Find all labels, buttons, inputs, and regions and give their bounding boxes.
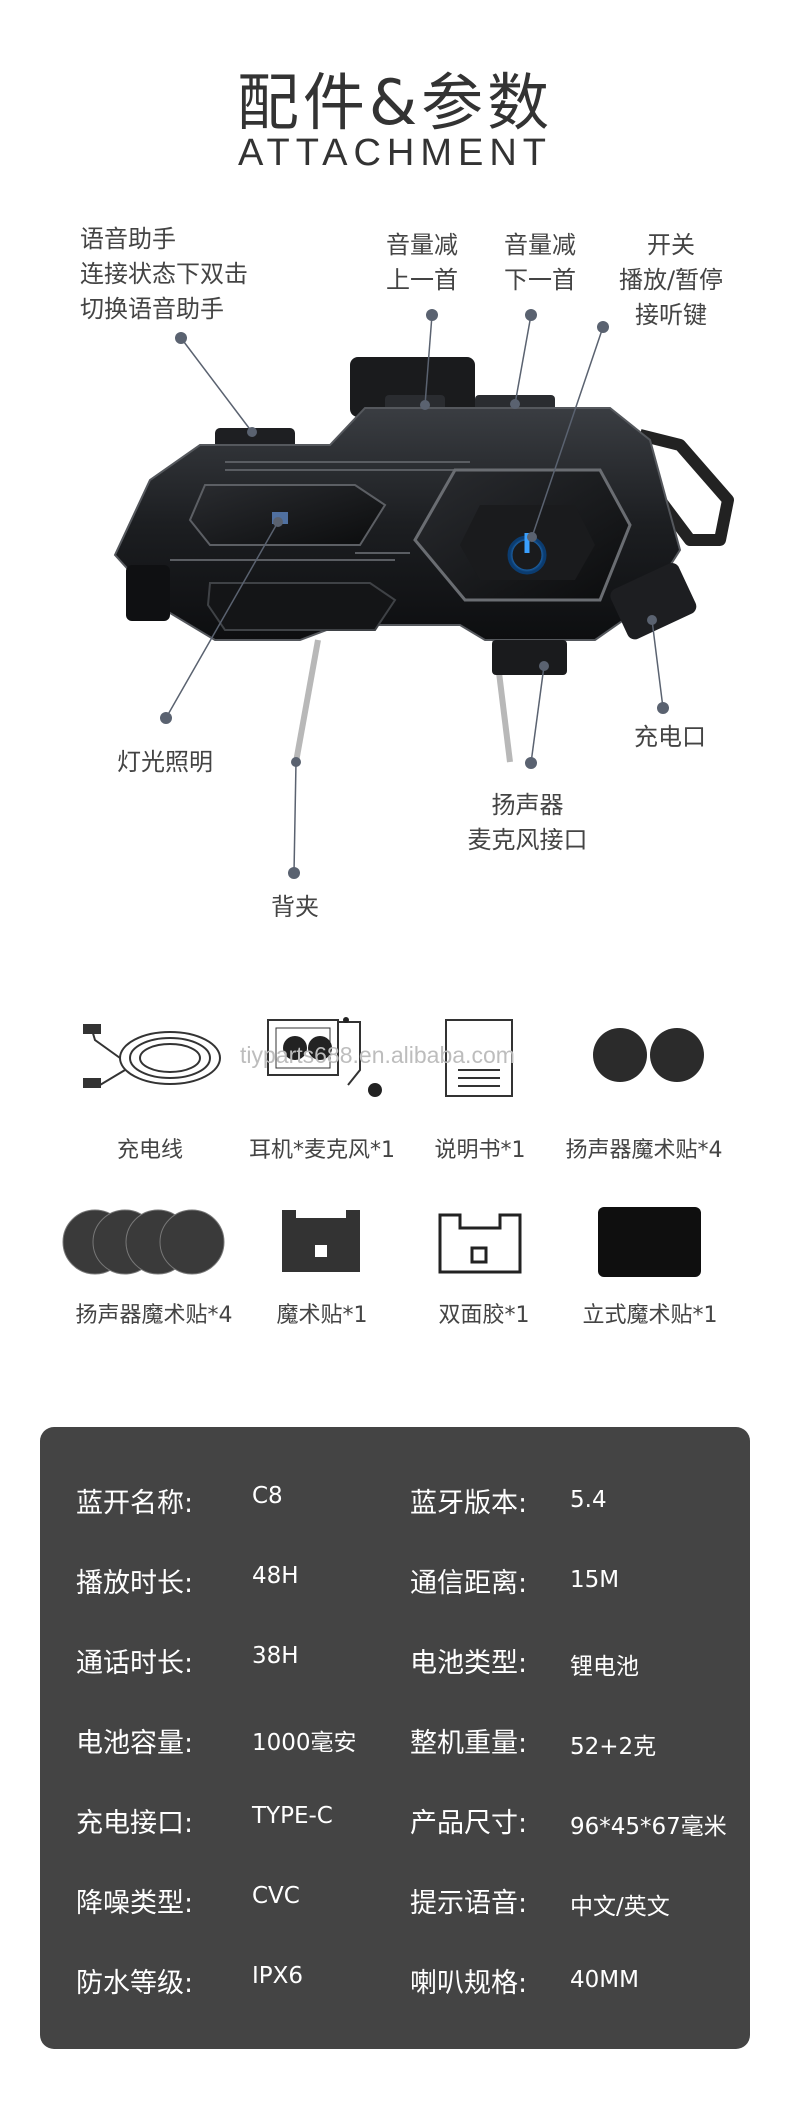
spec-panel: 蓝开名称: C8 蓝牙版本: 5.4 播放时长: 48H 通信距离: 15M 通…: [40, 1427, 750, 2049]
callout-speaker-mic: 扬声器 麦克风接口: [450, 788, 605, 858]
callout-dot: [510, 399, 520, 409]
watermark: tiyparts688.en.alibaba.com: [240, 1042, 515, 1068]
spec-key: 喇叭规格:: [410, 1968, 528, 1999]
callout-power: 开关 播放/暂停 接听键: [606, 228, 736, 333]
callout-dot: [247, 427, 257, 437]
callout-dot: [657, 702, 669, 714]
left-port: [126, 565, 170, 621]
spec-key: 产品尺寸:: [410, 1808, 528, 1839]
callout-dot: [175, 332, 187, 344]
callout-line: 连接状态下双击: [80, 260, 248, 288]
double-sided-tape-icon: [438, 1213, 522, 1274]
acc-label: 双面胶*1: [438, 1303, 530, 1328]
callout-lines: [160, 309, 669, 879]
spec-value: 1000毫安: [252, 1730, 357, 1756]
spec-value: 锂电池: [570, 1654, 639, 1680]
spec-key: 电池类型:: [410, 1648, 528, 1679]
callout-line: 灯光照明: [117, 748, 213, 776]
spec-key: 电池容量:: [76, 1728, 194, 1759]
spec-key: 通信距离:: [410, 1568, 528, 1599]
spec-value: TYPE-C: [252, 1803, 333, 1829]
callout-line: 充电口: [634, 723, 706, 751]
callout-dot: [539, 661, 549, 671]
callout-dot: [288, 867, 300, 879]
acc-label: 扬声器魔术贴*4: [565, 1138, 723, 1163]
spec-value: 中文/英文: [570, 1894, 670, 1920]
charge-port: [610, 563, 697, 640]
spec-key: 充电接口:: [76, 1808, 194, 1839]
callout-line: 扬声器: [491, 791, 564, 819]
callout-dot: [647, 615, 657, 625]
spec-key: 提示语音:: [410, 1888, 528, 1919]
callout-vol-next: 音量减 下一首: [490, 228, 590, 298]
spec-value: IPX6: [252, 1963, 304, 1989]
callout-dot: [273, 517, 283, 527]
callout-dot: [160, 712, 172, 724]
spec-key: 降噪类型:: [76, 1888, 194, 1919]
callout-line: 音量减: [386, 231, 458, 259]
callout-line: 开关: [647, 231, 695, 259]
speaker-velcro-icon: [593, 1028, 704, 1082]
callout-line: 麦克风接口: [467, 826, 588, 854]
spec-value: 52+2克: [570, 1734, 657, 1760]
callout-dot: [597, 321, 609, 333]
earphone-mic-icon: [267, 1017, 382, 1097]
callout-light: 灯光照明: [100, 745, 230, 780]
lower-slot: [206, 582, 397, 631]
acc-label: 扬声器魔术贴*4: [75, 1303, 233, 1328]
spec-key: 整机重量:: [410, 1728, 528, 1759]
callout-line: 下一首: [504, 266, 576, 294]
spec-value: C8: [252, 1483, 283, 1509]
manual-icon: [445, 1019, 513, 1097]
spec-key: 播放时长:: [76, 1568, 194, 1599]
callout-line: 上一首: [386, 266, 458, 294]
spec-key: 蓝开名称:: [76, 1488, 194, 1519]
page-title: 配件&参数: [236, 66, 554, 139]
callout-dot: [420, 400, 430, 410]
spec-key: 通话时长:: [76, 1648, 194, 1679]
bluetooth-headset-illustration: [113, 357, 734, 763]
callout-dot: [525, 309, 537, 321]
callout-line: 播放/暂停: [618, 266, 724, 294]
vents: [170, 461, 470, 561]
callout-back-clip: 背夹: [255, 890, 335, 925]
callout-dot: [426, 309, 438, 321]
spec-key: 防水等级:: [76, 1968, 194, 1999]
callout-vol-prev: 音量减 上一首: [372, 228, 472, 298]
back-clip-left: [293, 639, 321, 763]
velcro-icon: [282, 1210, 360, 1272]
callout-dot: [291, 757, 301, 767]
callout-line: 语音助手: [80, 225, 176, 253]
hook: [638, 429, 734, 546]
acc-label: 耳机*麦克风*1: [249, 1138, 395, 1163]
spec-value: CVC: [252, 1883, 300, 1909]
spec-value: 15M: [570, 1567, 620, 1593]
callout-voice-assistant: 语音助手 连接状态下双击 切换语音助手: [80, 222, 248, 327]
callout-charge-port: 充电口: [620, 720, 720, 755]
acc-label: 充电线: [116, 1138, 183, 1163]
spec-value: 40MM: [570, 1967, 639, 1993]
page-subtitle: ATTACHMENT: [237, 132, 552, 174]
callout-line: 接听键: [635, 301, 707, 329]
speaker-velcro-4-icon: [62, 1209, 225, 1275]
acc-label: 立式魔术贴*1: [582, 1303, 718, 1328]
callout-line: 背夹: [271, 893, 319, 921]
spec-value: 96*45*67毫米: [570, 1814, 727, 1840]
callout-line: 音量减: [504, 231, 576, 259]
vertical-velcro-icon: [598, 1207, 701, 1277]
acc-label: 说明书*1: [434, 1138, 526, 1163]
spec-value: 38H: [252, 1643, 299, 1669]
spec-value: 48H: [252, 1563, 299, 1589]
callout-line: 切换语音助手: [80, 295, 224, 323]
charging-cable-icon: [83, 1024, 221, 1088]
acc-label: 魔术贴*1: [276, 1303, 368, 1328]
spec-key: 蓝牙版本:: [410, 1488, 528, 1519]
accessories-illustrations: [62, 1017, 704, 1277]
callout-dot: [525, 757, 537, 769]
spec-value: 5.4: [570, 1487, 607, 1513]
callout-dot: [527, 532, 537, 542]
